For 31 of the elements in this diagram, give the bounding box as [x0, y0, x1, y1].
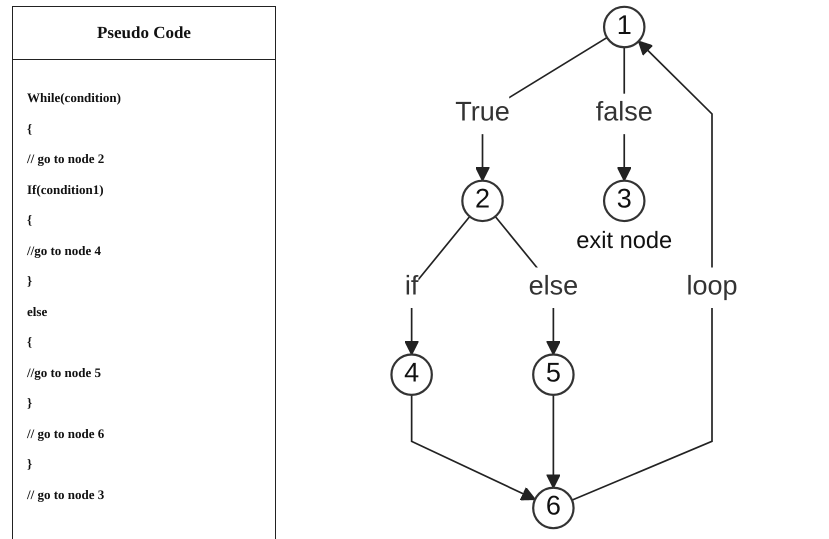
arrow — [546, 394, 561, 488]
table-heading: Pseudo Code — [97, 23, 191, 43]
arrow — [404, 216, 470, 356]
code-line: else — [27, 304, 48, 318]
edge-label: false — [596, 98, 653, 128]
code-line: While(condition) — [27, 90, 121, 105]
edge-label: loop — [686, 272, 738, 302]
code-line: } — [27, 456, 32, 471]
code-line: If(condition1) — [27, 182, 104, 196]
code-line: { — [27, 334, 32, 349]
arrow — [572, 40, 713, 501]
node-circle: 6 — [532, 486, 575, 530]
node-caption: exit node — [576, 228, 672, 254]
code-line: //go to node 5 — [27, 364, 102, 380]
code-line: //go to node 4 — [27, 242, 102, 258]
edge-label: if — [404, 272, 418, 302]
node-circle: 5 — [532, 353, 575, 396]
code-line: // go to node 3 — [27, 486, 104, 502]
edge-label: else — [528, 272, 578, 302]
node-circle: 3 — [602, 180, 646, 222]
arrow — [410, 394, 536, 500]
node-circle: 1 — [602, 6, 646, 48]
code-line: } — [27, 273, 32, 288]
code-line: } — [27, 395, 32, 410]
code-line: { — [27, 120, 32, 136]
code-line: { — [27, 212, 32, 227]
edge-label: True — [455, 98, 510, 128]
code-line: // go to node 6 — [27, 426, 104, 440]
node-circle: 2 — [461, 180, 504, 222]
node-circle: 4 — [390, 353, 433, 396]
code-line: // go to node 2 — [27, 151, 104, 166]
